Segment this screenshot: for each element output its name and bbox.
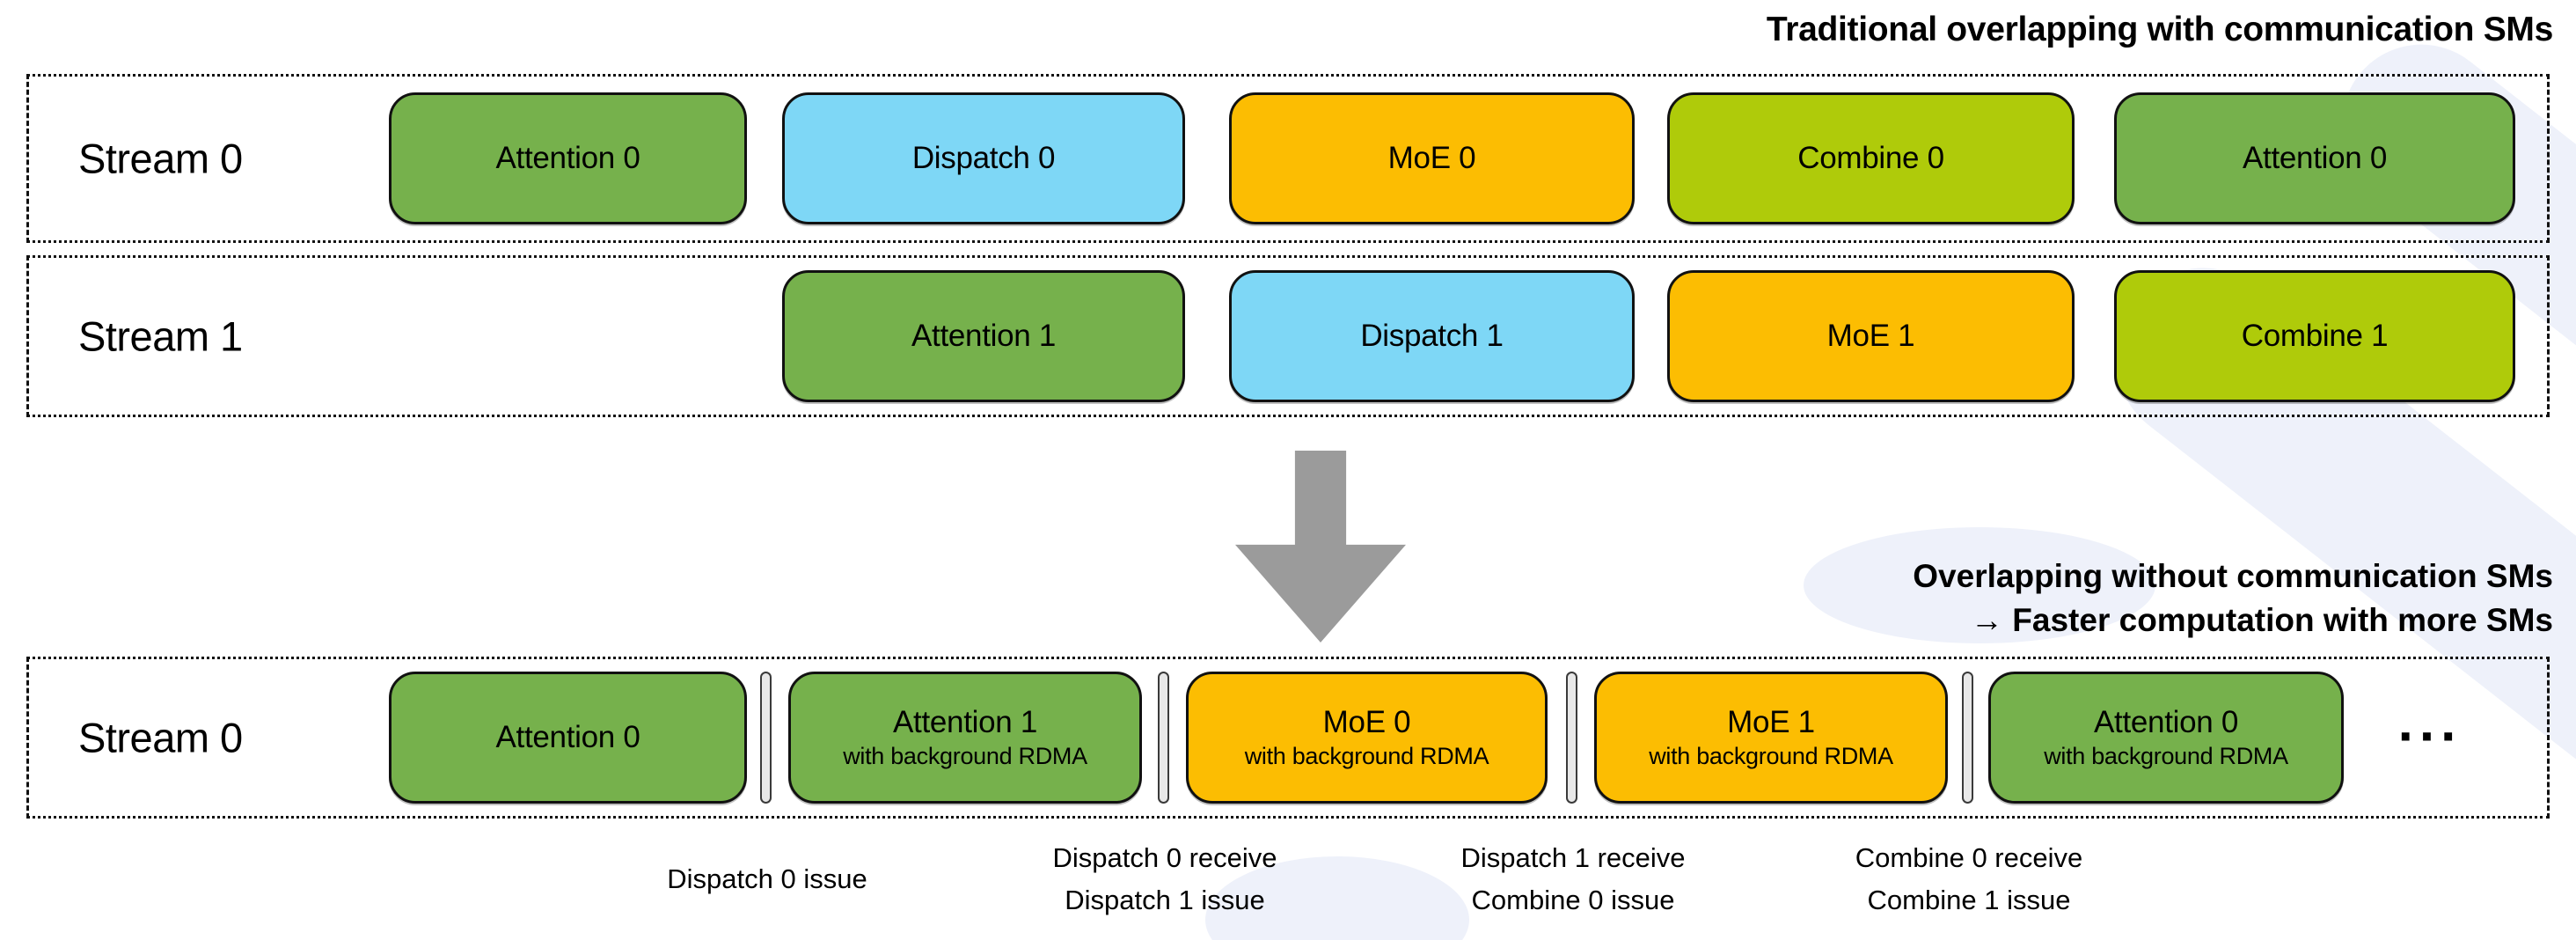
annotation-dispatch0-receive: Dispatch 0 receive Dispatch 1 issue: [1052, 836, 1277, 922]
block-label: Attention 0: [495, 141, 640, 175]
ellipsis: ...: [2397, 692, 2463, 753]
block-combine-1: Combine 1: [2114, 270, 2515, 402]
block-sublabel: with background RDMA: [843, 743, 1087, 769]
block-attention-0-overlapped: Attention 0: [389, 672, 747, 804]
stream1-label: Stream 1: [78, 312, 243, 360]
sync-divider-1: [760, 672, 772, 804]
block-label: Dispatch 1: [1360, 319, 1504, 353]
down-arrow-icon: [1235, 451, 1406, 643]
block-label: Attention 1: [892, 705, 1038, 739]
block-sublabel: with background RDMA: [1649, 743, 1893, 769]
block-attention-1-rdma: Attention 1 with background RDMA: [788, 672, 1142, 804]
stream0-label-overlapped: Stream 0: [78, 714, 243, 761]
block-moe-1-rdma: MoE 1 with background RDMA: [1594, 672, 1948, 804]
sync-divider-4: [1962, 672, 1973, 804]
sync-divider-2: [1158, 672, 1169, 804]
block-label: Combine 0: [1797, 141, 1944, 175]
title-overlapping-line1: Overlapping without communication SMs: [1913, 558, 2553, 594]
annotation-dispatch1-receive: Dispatch 1 receive Combine 0 issue: [1460, 836, 1685, 922]
stream0-label: Stream 0: [78, 135, 243, 182]
title-overlapping-line2: → Faster computation with more SMs: [1971, 602, 2553, 638]
block-sublabel: with background RDMA: [2044, 743, 2288, 769]
block-moe-1: MoE 1: [1667, 270, 2075, 402]
title-overlapping: Overlapping without communication SMs → …: [1913, 554, 2553, 643]
block-attention-1: Attention 1: [782, 270, 1185, 402]
block-attention-0: Attention 0: [389, 92, 747, 224]
block-label: MoE 0: [1322, 705, 1411, 739]
block-sublabel: with background RDMA: [1244, 743, 1489, 769]
block-moe-0: MoE 0: [1229, 92, 1635, 224]
block-label: Attention 1: [911, 319, 1057, 353]
annotation-dispatch0-issue: Dispatch 0 issue: [667, 836, 867, 922]
block-combine-0: Combine 0: [1667, 92, 2075, 224]
block-label: MoE 1: [1826, 319, 1915, 353]
annotation-line: Combine 0 issue: [1471, 885, 1675, 915]
block-attention-0-rdma: Attention 0 with background RDMA: [1988, 672, 2344, 804]
annotation-line: Combine 0 receive: [1855, 842, 2083, 873]
block-attention-0-next: Attention 0: [2114, 92, 2515, 224]
annotation-line: Dispatch 0 issue: [667, 863, 867, 894]
annotation-line: Dispatch 0 receive: [1052, 842, 1277, 873]
annotation-line: Dispatch 1 receive: [1460, 842, 1686, 873]
block-dispatch-1: Dispatch 1: [1229, 270, 1635, 402]
traditional-stream0-box: Stream 0 Attention 0 Dispatch 0 MoE 0 Co…: [26, 74, 2550, 243]
block-moe-0-rdma: MoE 0 with background RDMA: [1186, 672, 1548, 804]
block-label: MoE 1: [1727, 705, 1815, 739]
block-label: Attention 0: [2093, 705, 2239, 739]
block-label: Attention 0: [2242, 141, 2388, 175]
annotation-line: Dispatch 1 issue: [1065, 885, 1265, 915]
annotation-line: Combine 1 issue: [1867, 885, 2071, 915]
block-dispatch-0: Dispatch 0: [782, 92, 1185, 224]
overlapped-stream0-box: Stream 0 Attention 0 Attention 1 with ba…: [26, 657, 2550, 819]
annotation-combine0-receive: Combine 0 receive Combine 1 issue: [1855, 836, 2082, 922]
block-label: MoE 0: [1387, 141, 1476, 175]
block-label: Dispatch 0: [911, 141, 1056, 175]
title-traditional: Traditional overlapping with communicati…: [1766, 11, 2553, 48]
sync-divider-3: [1566, 672, 1577, 804]
block-label: Combine 1: [2241, 319, 2389, 353]
traditional-stream1-box: Stream 1 Attention 1 Dispatch 1 MoE 1 Co…: [26, 255, 2550, 417]
block-label: Attention 0: [495, 720, 640, 754]
